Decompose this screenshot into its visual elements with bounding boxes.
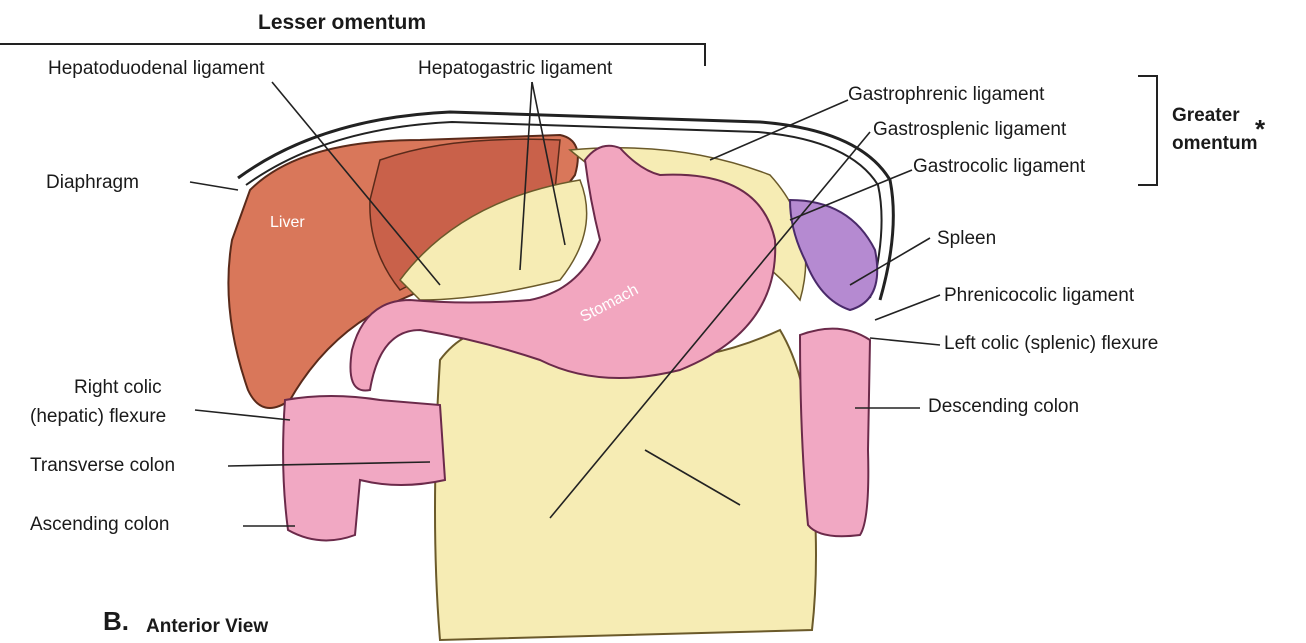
label-lesser-omentum: Lesser omentum — [258, 12, 426, 34]
label-ascending-colon: Ascending colon — [30, 514, 169, 536]
caption-text: Anterior View — [146, 616, 268, 638]
left-colon-shape — [800, 329, 870, 537]
label-gastrocolic-ligament: Gastrocolic ligament — [913, 156, 1085, 178]
caption-letter: B. — [103, 610, 129, 632]
label-gastrosplenic-ligament: Gastrosplenic ligament — [873, 119, 1066, 141]
label-diaphragm: Diaphragm — [46, 172, 139, 194]
label-greater-omentum-line1: Greater — [1172, 105, 1240, 127]
label-liver: Liver — [270, 214, 305, 232]
label-right-colic-flexure-line1: Right colic — [74, 377, 162, 399]
label-right-colic-flexure-line2: (hepatic) flexure — [30, 406, 166, 428]
label-hepatogastric-ligament: Hepatogastric ligament — [418, 58, 612, 80]
label-gastrophrenic-ligament: Gastrophrenic ligament — [848, 84, 1044, 106]
label-left-colic-flexure: Left colic (splenic) flexure — [944, 333, 1158, 355]
label-spleen: Spleen — [937, 228, 996, 250]
label-transverse-colon: Transverse colon — [30, 455, 175, 477]
label-hepatoduodenal-ligament: Hepatoduodenal ligament — [48, 58, 265, 80]
label-greater-omentum-line2: omentum — [1172, 133, 1258, 155]
label-greater-omentum-asterisk: * — [1255, 118, 1265, 140]
spleen-shape — [790, 200, 877, 310]
label-descending-colon: Descending colon — [928, 396, 1079, 418]
greater-omentum-bracket — [1138, 76, 1157, 185]
label-phrenicocolic-ligament: Phrenicocolic ligament — [944, 285, 1134, 307]
right-colon-shape — [283, 396, 445, 540]
